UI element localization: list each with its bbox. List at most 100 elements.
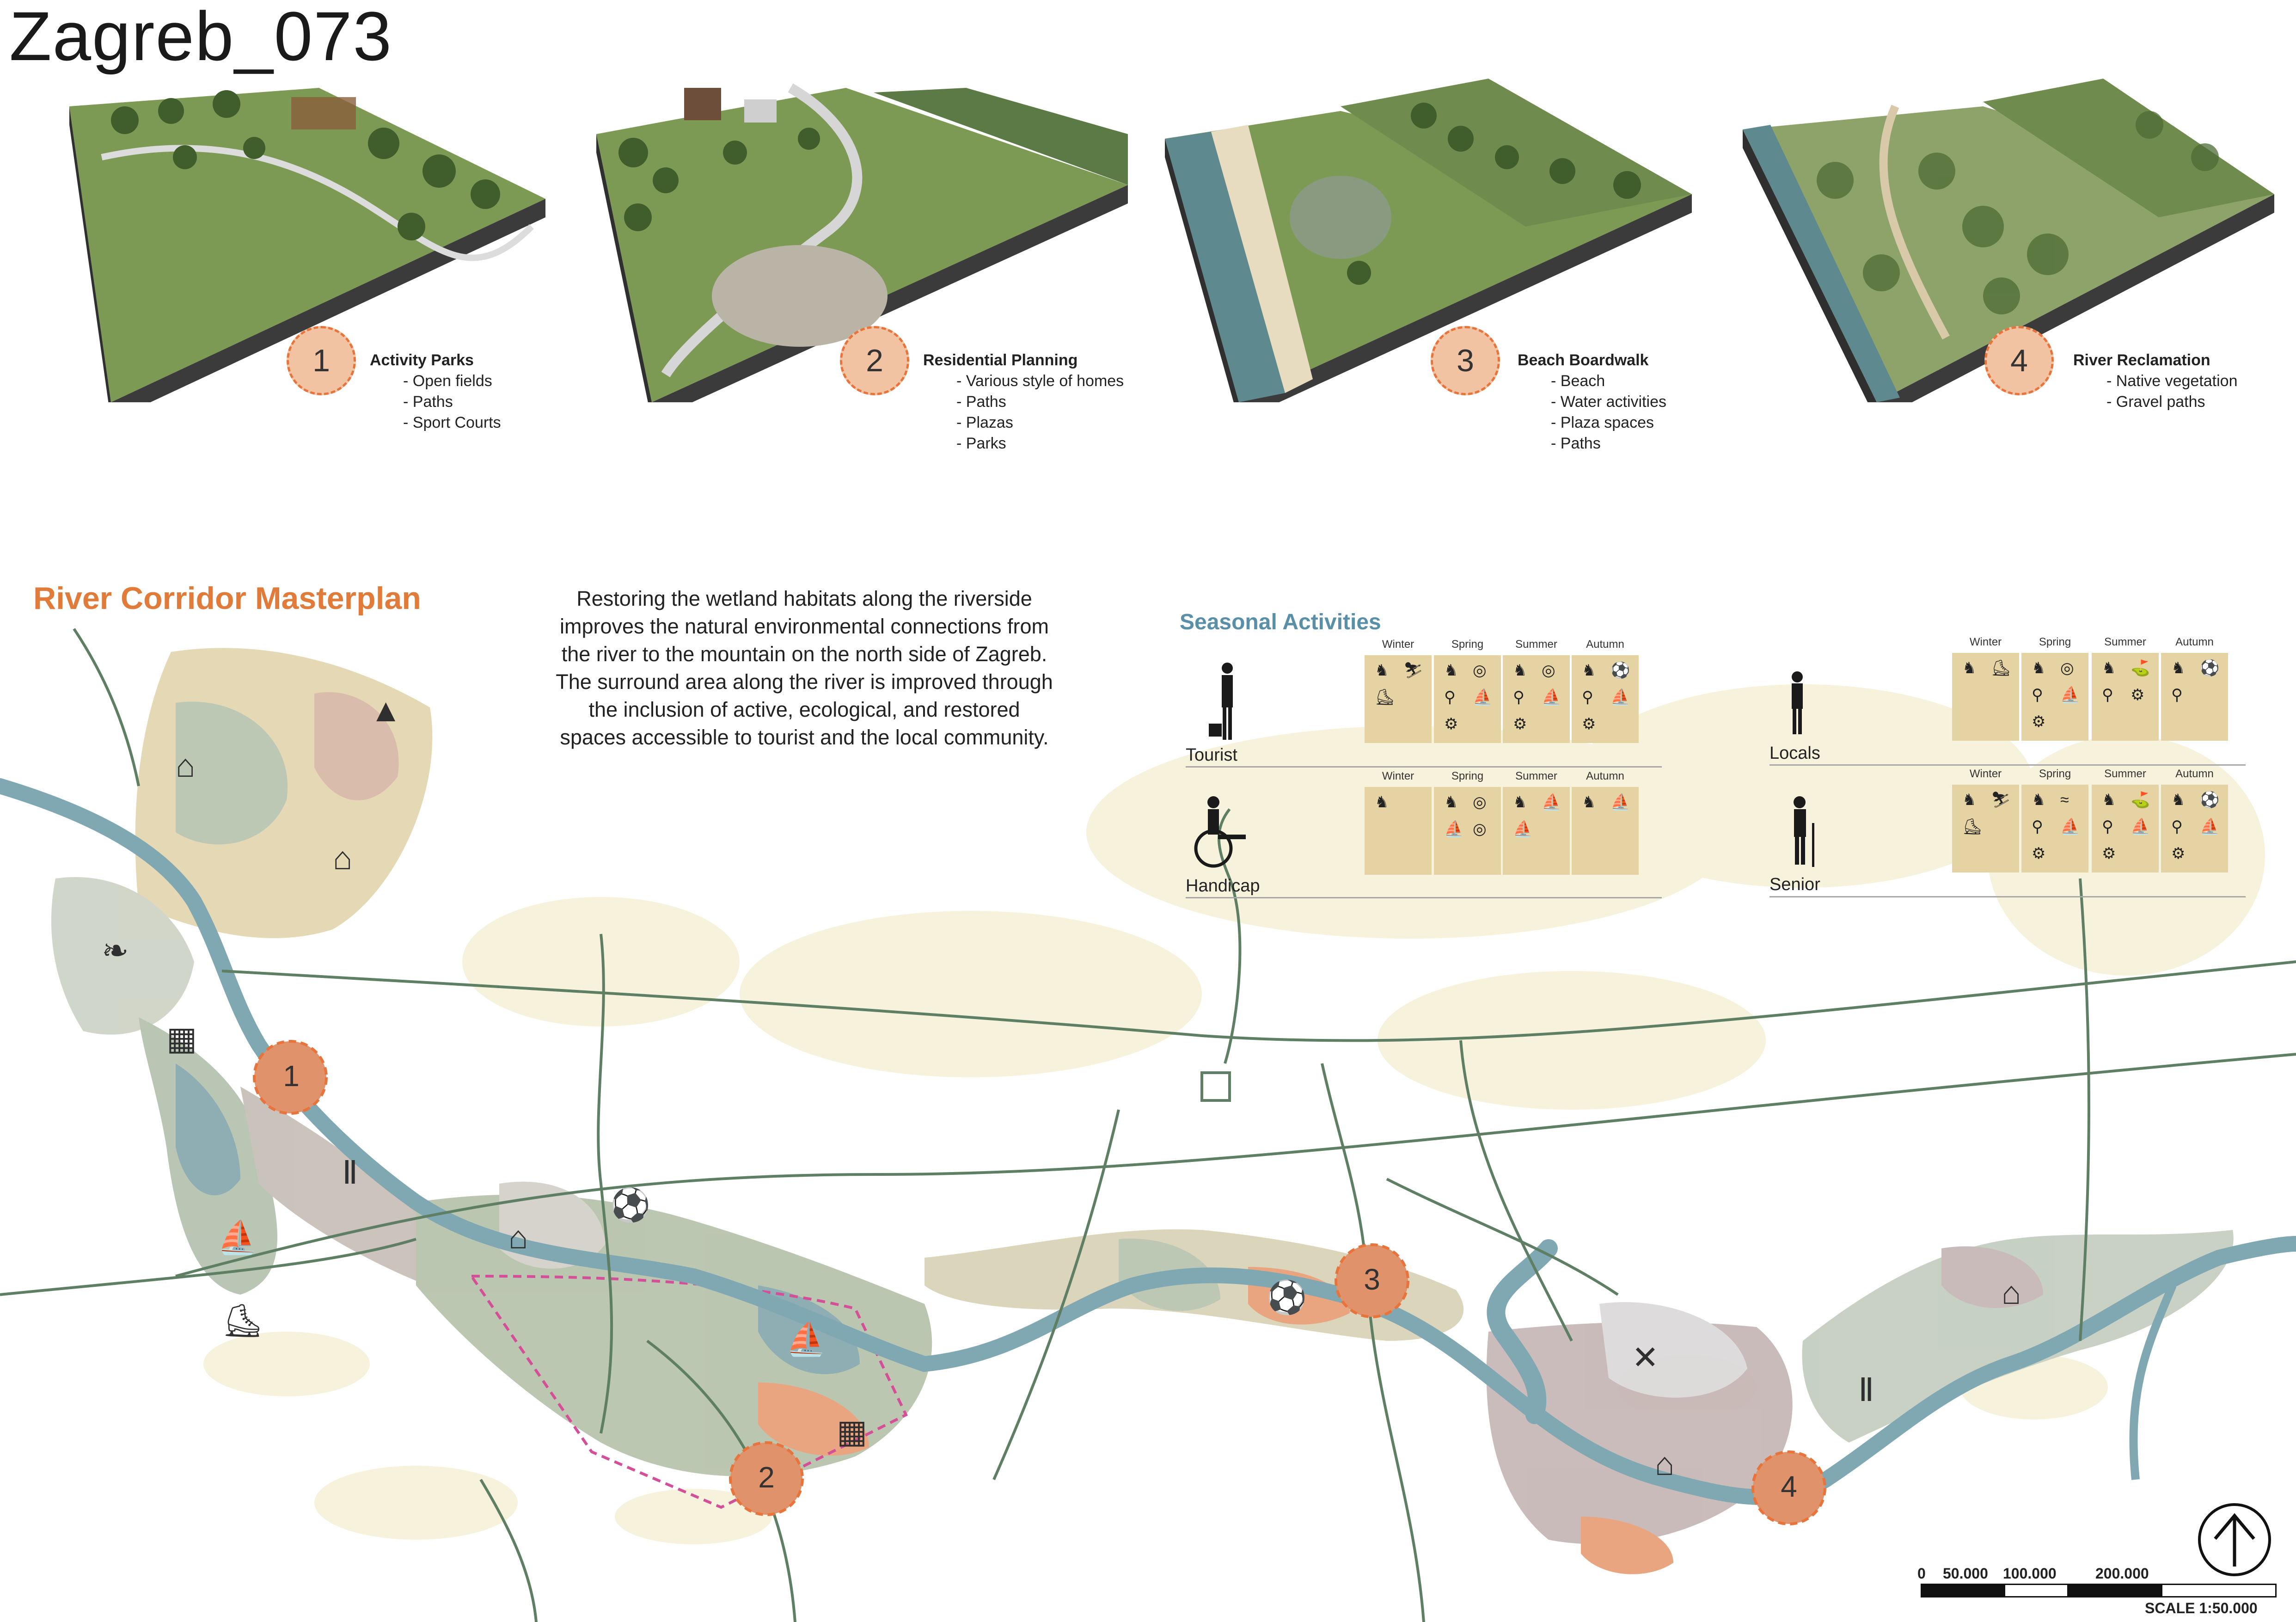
- scale-tick: 200.000: [2095, 1565, 2149, 1582]
- horse-riding-icon: ♞: [1962, 791, 1977, 809]
- kayak-icon: ⛵: [1513, 820, 1533, 838]
- soccer-icon: ⚽: [2200, 659, 2220, 677]
- divider: [1186, 766, 1662, 768]
- cycling-icon: ⚙: [2032, 713, 2046, 731]
- horse-riding-icon: ♞: [1962, 659, 1977, 677]
- masterplan-map: ⌂ ▲ ⌂ ❧ ▦ ⛵ Ⅱ ⛸ ⌂ ⚽ ⛵ ▦ ⚽ ✕ ⌂ ⌂ Ⅱ: [0, 628, 2296, 1622]
- season-header: Autumn: [2175, 768, 2214, 780]
- home-icon: ⌂: [508, 1219, 528, 1255]
- season-box-summer: ♞◎⚲⛵⚙: [1503, 655, 1570, 743]
- scale-label: SCALE 1:50.000: [2145, 1600, 2258, 1616]
- season-box-winter: ♞: [1365, 787, 1432, 875]
- season-box-spring: ♞ ◎ ⚲ ⛵ ⚙: [2021, 653, 2088, 741]
- season-header: Autumn: [1586, 770, 1624, 782]
- zone-2-label: Residential Planning - Various style of …: [923, 350, 1124, 454]
- seasonal-activities-title: Seasonal Activities: [1180, 610, 1381, 634]
- tennis-icon: ◎: [1473, 793, 1487, 811]
- kayak-icon: ⛵: [1542, 688, 1561, 706]
- kayak-icon: ⛵: [1542, 793, 1561, 811]
- cycling-icon: ⚙: [2102, 845, 2116, 862]
- season-header: Summer: [1515, 770, 1557, 782]
- hiking-icon: ⚲: [2171, 686, 2183, 704]
- soccer-icon: ⚽: [2200, 791, 2220, 809]
- kayak-icon: ⛵: [1610, 793, 1630, 811]
- zone-3-item: - Water activities: [1551, 393, 1667, 411]
- map-marker-3: [1335, 1243, 1409, 1318]
- locals-icon: [1792, 671, 1803, 734]
- ice-skating-icon: ⛸: [1375, 688, 1395, 706]
- season-box-spring: ♞ ◎ ⛵ ◎: [1434, 787, 1501, 875]
- user-label: Locals: [1769, 743, 1820, 763]
- user-label: Senior: [1769, 875, 1820, 894]
- zone-2-illustration: [596, 83, 1128, 402]
- user-row-tourist: Tourist Winter Spring Summer Autumn ♞⛷⛸ …: [1186, 638, 1662, 777]
- ice-skating-icon: ⛸: [222, 1303, 263, 1339]
- horse-riding-icon: ♞: [1444, 662, 1458, 679]
- zone-1-badge: 1: [287, 326, 356, 395]
- hiking-icon: ⚲: [1513, 688, 1525, 706]
- tennis-icon: ◎: [1473, 820, 1487, 838]
- map-marker-2-number: 2: [758, 1461, 775, 1494]
- building-icon: ▦: [166, 1020, 197, 1057]
- divider: [1186, 897, 1662, 898]
- tourist-icon: [1209, 663, 1233, 740]
- season-box-winter: ♞⛸: [1952, 653, 2019, 741]
- golf-icon: ⛳: [2131, 659, 2150, 677]
- user-row-locals: Locals Winter Spring Summer Autumn ♞⛸ ♞◎…: [1769, 636, 2246, 774]
- season-box-summer: ♞ ⛵ ⛵: [1503, 787, 1570, 875]
- zone-1-label: Activity Parks - Open fields - Paths - S…: [370, 350, 501, 433]
- swing-icon: Ⅱ: [342, 1155, 358, 1191]
- kayak-icon: ⛵: [2060, 818, 2080, 836]
- season-header: Spring: [1451, 638, 1484, 651]
- zone-4-item: - Gravel paths: [2106, 393, 2205, 411]
- horse-riding-icon: ♞: [1375, 793, 1389, 811]
- season-header: Winter: [1969, 768, 2002, 780]
- season-header: Summer: [2104, 636, 2146, 648]
- divider: [1769, 896, 2246, 897]
- horse-riding-icon: ♞: [1513, 793, 1527, 811]
- kayak-icon: ⛵: [2060, 686, 2080, 704]
- season-header: Winter: [1382, 638, 1414, 651]
- tennis-icon: ◎: [1542, 662, 1555, 679]
- restaurant-icon: ✕: [1632, 1339, 1659, 1376]
- kayak-icon: ⛵: [786, 1321, 826, 1358]
- hiking-icon: ⚲: [2102, 686, 2113, 704]
- horse-riding-icon: ♞: [1444, 793, 1458, 811]
- season-header: Autumn: [2175, 636, 2214, 648]
- kayak-icon: ⛵: [1473, 688, 1493, 706]
- zone-2-badge: 2: [840, 326, 909, 395]
- zone-3-badge: 3: [1431, 326, 1500, 395]
- zone-3-item: - Beach: [1551, 372, 1605, 390]
- masterplan-title: River Corridor Masterplan: [33, 581, 421, 616]
- tennis-icon: ◎: [2060, 659, 2074, 677]
- skiing-icon: ⛷: [1991, 791, 2011, 809]
- horse-riding-icon: ♞: [2032, 659, 2046, 677]
- zone-4-badge: 4: [1984, 326, 2054, 395]
- tennis-icon: ◎: [1473, 662, 1487, 679]
- home-icon: ⌂: [176, 748, 195, 784]
- hiking-icon: ⚲: [2032, 686, 2043, 704]
- season-box-winter: ♞ ⛷ ⛸: [1952, 785, 2019, 872]
- season-box-autumn: ♞⛵: [1572, 787, 1639, 875]
- zone-1-number: 1: [312, 343, 330, 378]
- season-header: Autumn: [1586, 638, 1624, 651]
- page-title: Zagreb_073: [9, 0, 392, 75]
- zone-3-name: Beach Boardwalk: [1518, 351, 1649, 369]
- season-box-autumn: ♞⚽⚲⛵⚙: [2161, 785, 2228, 872]
- horse-riding-icon: ♞: [2102, 791, 2116, 809]
- kayak-icon: ⛵: [1444, 820, 1464, 838]
- cycling-icon: ⚙: [2032, 845, 2046, 862]
- map-marker-1: [253, 1040, 328, 1115]
- zone-4-label: River Reclamation - Native vegetation - …: [2073, 350, 2238, 412]
- north-arrow-icon: [2198, 1503, 2271, 1576]
- map-marker-3-number: 3: [1364, 1263, 1380, 1296]
- season-header: Summer: [2104, 768, 2146, 780]
- kayak-icon: ⛵: [2131, 818, 2150, 836]
- zone-1-illustration: [69, 88, 545, 402]
- cycling-icon: ⚙: [1582, 715, 1596, 733]
- season-box-summer: ♞⛳⚲⛵⚙: [2092, 785, 2159, 872]
- season-box-spring: ♞≈⚲⛵⚙: [2021, 785, 2088, 872]
- ice-skating-icon: ⛸: [1962, 818, 1983, 836]
- season-header: Spring: [2039, 636, 2071, 648]
- hiking-icon: ⚲: [1582, 688, 1593, 706]
